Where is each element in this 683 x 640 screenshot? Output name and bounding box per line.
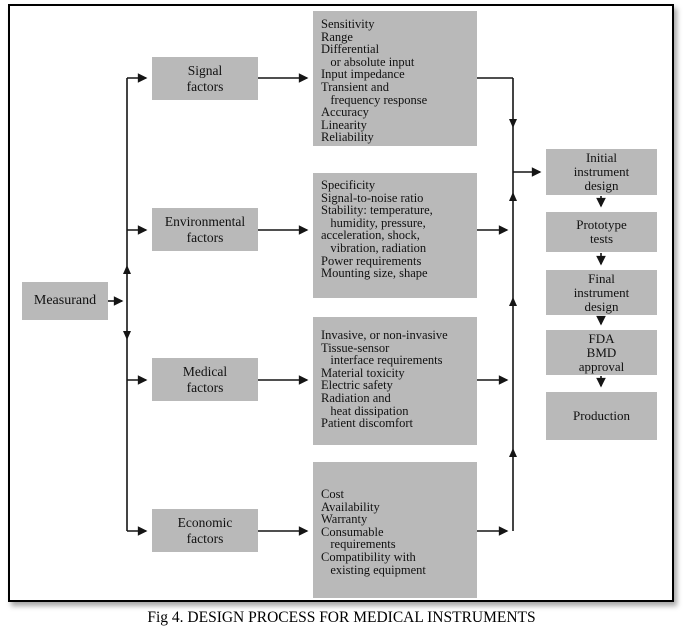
step-box-production: Production (546, 392, 657, 440)
step-label-final-instrument-design: Final instrument design (573, 270, 630, 314)
factor-label-medical: Medical factors (182, 363, 228, 395)
step-label-prototype-tests: Prototype tests (576, 217, 627, 246)
factor-label-economic: Economic factors (177, 514, 233, 546)
step-label-fda-bmd-approval: FDA BMD approval (578, 330, 625, 374)
step-box-initial-instrument-design: Initial instrument design (546, 149, 657, 195)
step-label-initial-instrument-design: Initial instrument design (573, 150, 630, 193)
factor-box-medical: Medical factors (152, 358, 258, 401)
measurand-box: Measurand (22, 282, 108, 320)
measurand-label: Measurand (33, 293, 97, 308)
figure-caption: Fig 4. DESIGN PROCESS FOR MEDICAL INSTRU… (147, 609, 536, 626)
factor-label-environmental: Environmental factors (164, 213, 246, 245)
step-box-prototype-tests: Prototype tests (546, 212, 657, 252)
details-box-environmental: Specificity Signal-to-noise ratio Stabil… (313, 173, 477, 298)
step-box-fda-bmd-approval: FDA BMD approval (546, 330, 657, 375)
details-box-medical: Invasive, or non-invasive Tissue-sensor … (313, 317, 477, 445)
factor-label-signal: Signal factors (186, 62, 224, 94)
step-label-production: Production (572, 408, 631, 423)
figure-frame (8, 4, 674, 602)
details-box-signal: Sensitivity Range Differential or absolu… (313, 11, 477, 146)
details-box-economic: Cost Availability Warranty Consumable re… (313, 462, 477, 598)
factor-box-environmental: Environmental factors (152, 208, 258, 251)
factor-box-signal: Signal factors (152, 57, 258, 100)
factor-box-economic: Economic factors (152, 509, 258, 552)
step-box-final-instrument-design: Final instrument design (546, 270, 657, 315)
